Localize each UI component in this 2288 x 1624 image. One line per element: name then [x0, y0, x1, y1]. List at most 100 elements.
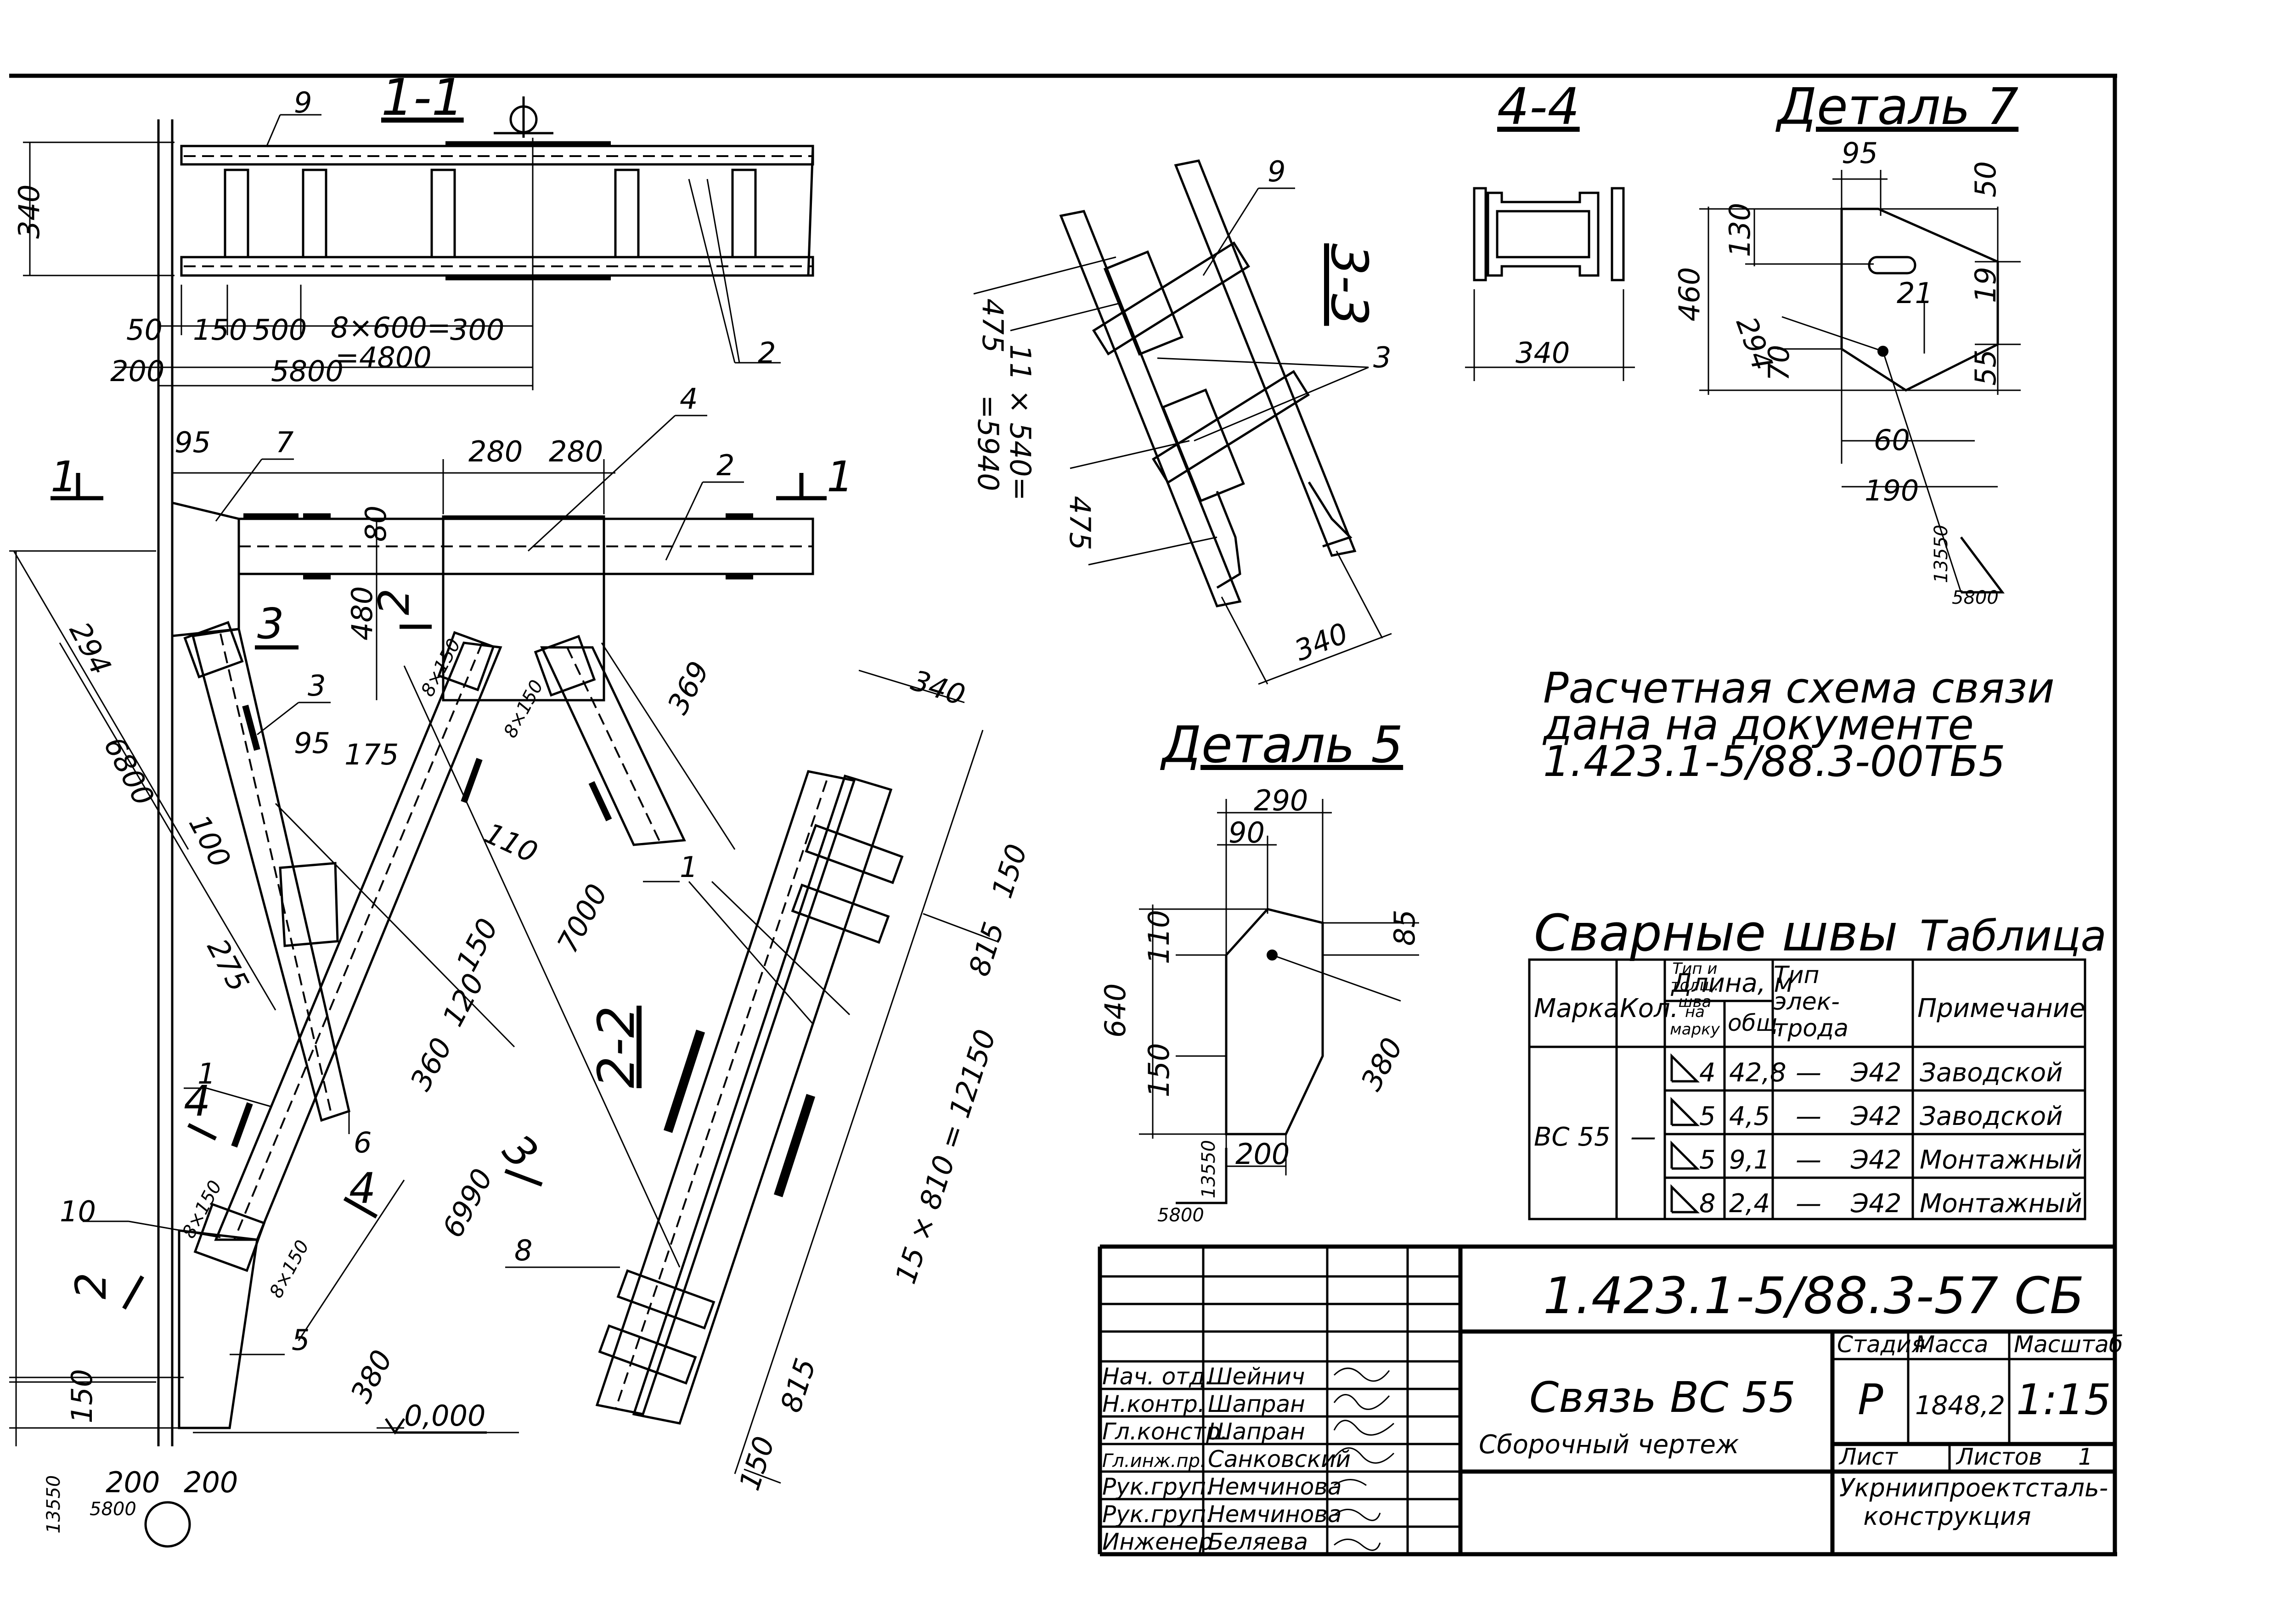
dim-815a: 815: [962, 918, 1011, 980]
dim-380a: 380: [344, 1344, 399, 1408]
dim-460: 460: [1673, 267, 1706, 321]
dim-200d: 200: [1235, 1137, 1290, 1171]
section-2-2-view: [505, 669, 997, 1484]
detail-5-label: Деталь 5: [1160, 715, 1403, 774]
weld-table: [1528, 958, 2086, 1220]
dim-8x150a: 8×150: [417, 635, 465, 700]
slope-13550-c: 13550: [1198, 1140, 1219, 1198]
dim-369: 369: [661, 656, 716, 719]
dim-175: 175: [344, 738, 399, 771]
document-code: 1.423.1-5/88.3-57 СБ: [1543, 1266, 2084, 1325]
dim-70: 70: [1762, 345, 1796, 381]
dim-130: 130: [1723, 203, 1757, 257]
dim-200b: 200: [106, 1466, 160, 1499]
dim-300: 300: [450, 313, 504, 347]
sheets-label: Листов: [1956, 1444, 2042, 1470]
dim-640: 640: [1099, 983, 1132, 1038]
dim-7000: 7000: [551, 878, 614, 958]
dim-21: 21: [1897, 276, 1933, 310]
section-2-2-label: 2-2: [587, 1006, 646, 1088]
slope-5800-c: 5800: [1157, 1205, 1204, 1226]
cut-mark-2-bottom: 2: [67, 1272, 116, 1299]
row1-note: Заводской: [1920, 1058, 2063, 1088]
dim-475a: 475: [976, 298, 1009, 353]
staff-role-1: Нач. отд.: [1102, 1363, 1212, 1390]
row3-type: 5: [1699, 1145, 1716, 1175]
note-line-1: Расчетная схема связи: [1543, 663, 2055, 713]
dim-150a: 150: [193, 313, 247, 347]
row1-electrode: Э42: [1850, 1058, 1901, 1088]
sheet-label: Лист: [1838, 1444, 1899, 1470]
dim-190: 190: [1865, 474, 1919, 507]
header-type: Тип и толщ. шва: [1671, 961, 1719, 1010]
callout-8: 8: [514, 1234, 532, 1267]
section-1-1-label: 1-1: [381, 68, 464, 127]
dim-6800: 6800: [97, 731, 161, 811]
cut-mark-4-right: 4: [349, 1164, 376, 1213]
column-axis: [9, 119, 191, 1548]
dim-6990: 6990: [436, 1163, 500, 1243]
mass-value: 1848,2: [1915, 1391, 2005, 1421]
slope-13550-b: 13550: [1931, 525, 1952, 583]
dim-275: 275: [201, 933, 256, 997]
row4-electrode: Э42: [1850, 1189, 1901, 1219]
dim-280b: 280: [549, 435, 603, 468]
dim-50b: 50: [1969, 161, 2002, 197]
row4-total: —: [1796, 1189, 1821, 1219]
dim-150b: 150: [450, 913, 505, 977]
staff-name-3: Шапран: [1208, 1418, 1305, 1445]
scale-label: Масштаб: [2014, 1331, 2123, 1358]
row4-type: 8: [1699, 1189, 1716, 1219]
staff-name-2: Шапран: [1208, 1391, 1305, 1417]
dim-4800: =4800: [335, 341, 432, 374]
section-1-1-view: [115, 96, 814, 390]
row3-electrode: Э42: [1850, 1145, 1901, 1175]
sheet-frame: [9, 73, 2117, 1557]
dim-8x150b: 8×150: [500, 677, 547, 742]
cut-mark-2-top: 2: [370, 588, 419, 615]
header-electrode: Тип элек-трода: [1774, 962, 1848, 1042]
staff-name-4: Санковский: [1208, 1446, 1351, 1472]
dim-150c: 150: [65, 1369, 99, 1423]
dim-380b: 380: [1354, 1032, 1409, 1096]
detail-5-view: [1139, 799, 1419, 1204]
callout-10: 10: [60, 1195, 96, 1228]
staff-name-5: Немчинова: [1208, 1473, 1342, 1500]
row2-type: 5: [1699, 1101, 1716, 1131]
dim-5800: 5800: [271, 354, 344, 388]
weld-table-title: Сварные швы: [1534, 904, 1898, 962]
header-mark: Марка: [1534, 994, 1619, 1023]
cut-mark-4-left: 4: [184, 1077, 211, 1126]
dim-150e: 150: [733, 1433, 781, 1495]
drawing-title: Связь ВС 55: [1529, 1373, 1796, 1422]
dim-50: 50: [126, 313, 163, 347]
cut-mark-3-top: 3: [257, 599, 284, 648]
qty-value: —: [1630, 1122, 1656, 1152]
callout-6: 6: [354, 1126, 372, 1159]
stage-label: Стадия: [1837, 1331, 1925, 1358]
slope-13550-a: 13550: [43, 1475, 64, 1534]
dim-150d: 150: [985, 840, 1034, 902]
staff-name-7: Беляева: [1208, 1528, 1308, 1555]
staff-role-4: Гл.инж.пр.: [1102, 1450, 1206, 1472]
dim-120: 120: [436, 968, 491, 1032]
callout-2a: 2: [758, 336, 776, 370]
weld-table-label: Таблица: [1920, 911, 2107, 961]
row2-per-mark: 4,5: [1729, 1101, 1770, 1131]
dim-340b: 340: [907, 663, 969, 712]
callout-1b: 1: [680, 850, 698, 884]
dim-100: 100: [182, 809, 237, 873]
section-4-4-view: [1465, 187, 1635, 381]
callout-3a: 3: [308, 669, 326, 702]
dim-95a: 95: [175, 426, 211, 459]
callout-2b: 2: [716, 449, 734, 482]
dim-475b: 475: [1063, 496, 1097, 550]
dim-95c: 95: [1842, 136, 1878, 170]
note-line-3: 1.423.1-5/88.3-00ТБ5: [1543, 737, 2006, 786]
dim-340d: 340: [1516, 336, 1570, 370]
callout-7: 7: [276, 426, 293, 459]
detail-7-label: Деталь 7: [1775, 77, 2018, 136]
staff-role-7: Инженер: [1102, 1528, 1213, 1555]
dim-340a: 340: [12, 185, 46, 239]
dim-15x810: 15 × 810 = 12150: [889, 1025, 1003, 1288]
